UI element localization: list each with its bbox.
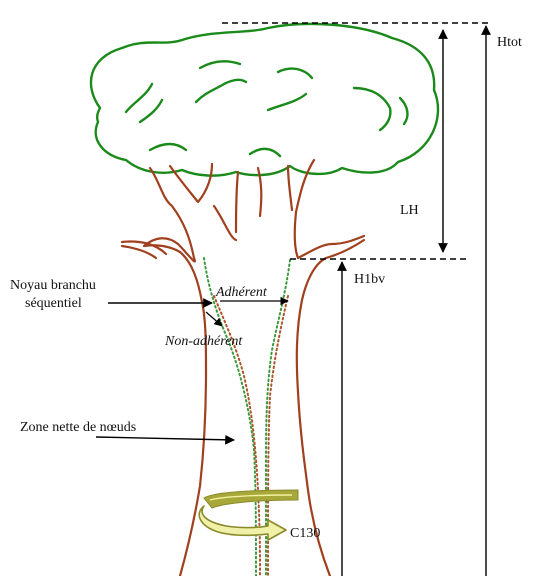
tree-trunk — [122, 160, 364, 576]
zone-nette-pointer — [96, 437, 234, 440]
trunk-left-branch — [122, 246, 156, 258]
crown-stroke — [354, 88, 390, 130]
crown-stroke — [140, 100, 162, 122]
label-noyau-line1: Noyau branchu — [10, 278, 96, 293]
tree-crown — [91, 24, 438, 176]
label-non-adherent: Non-adhérent — [164, 334, 243, 349]
crown-stroke — [268, 94, 306, 110]
label-htot: Htot — [497, 35, 522, 50]
trunk-fork — [236, 172, 238, 232]
label-adherent: Adhérent — [215, 285, 268, 300]
trunk-fork — [288, 166, 292, 210]
crown-stroke — [196, 80, 246, 102]
label-lh: LH — [400, 203, 419, 218]
label-h1bv: H1bv — [354, 272, 385, 287]
label-zone-nette: Zone nette de nœuds — [20, 420, 136, 435]
trunk-fork — [170, 164, 212, 202]
crown-stroke — [400, 98, 407, 124]
crown-stroke — [200, 61, 240, 68]
label-c130: C130 — [290, 526, 320, 541]
label-noyau-line2: séquentiel — [25, 296, 82, 311]
girth-measure — [199, 490, 298, 540]
crown-stroke — [150, 144, 186, 150]
crown-stroke — [278, 69, 312, 78]
trunk-left-edge — [144, 168, 206, 576]
crown-stroke — [250, 149, 280, 156]
girth-arrow — [199, 506, 286, 540]
trunk-fork — [214, 206, 236, 240]
crown-stroke — [126, 84, 152, 112]
trunk-right-edge — [295, 160, 364, 576]
